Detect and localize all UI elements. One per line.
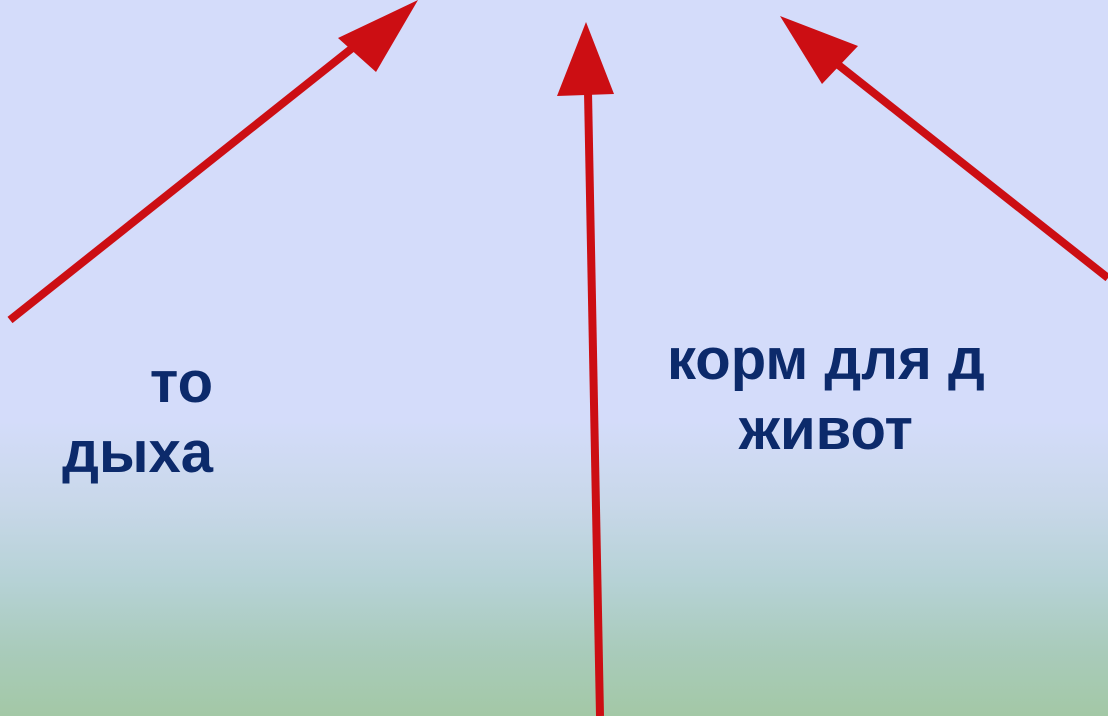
label-right: корм для д живот xyxy=(667,325,985,465)
label-right-line-1: корм для д xyxy=(667,327,985,392)
arrow-left xyxy=(7,0,418,324)
arrow-right xyxy=(780,16,1108,282)
label-left: то дыха xyxy=(62,348,213,488)
label-right-line-2: живот xyxy=(738,397,913,462)
arrow-center xyxy=(557,22,614,716)
label-left-line-2: дыха xyxy=(62,420,213,485)
label-left-line-1: то xyxy=(149,350,213,415)
